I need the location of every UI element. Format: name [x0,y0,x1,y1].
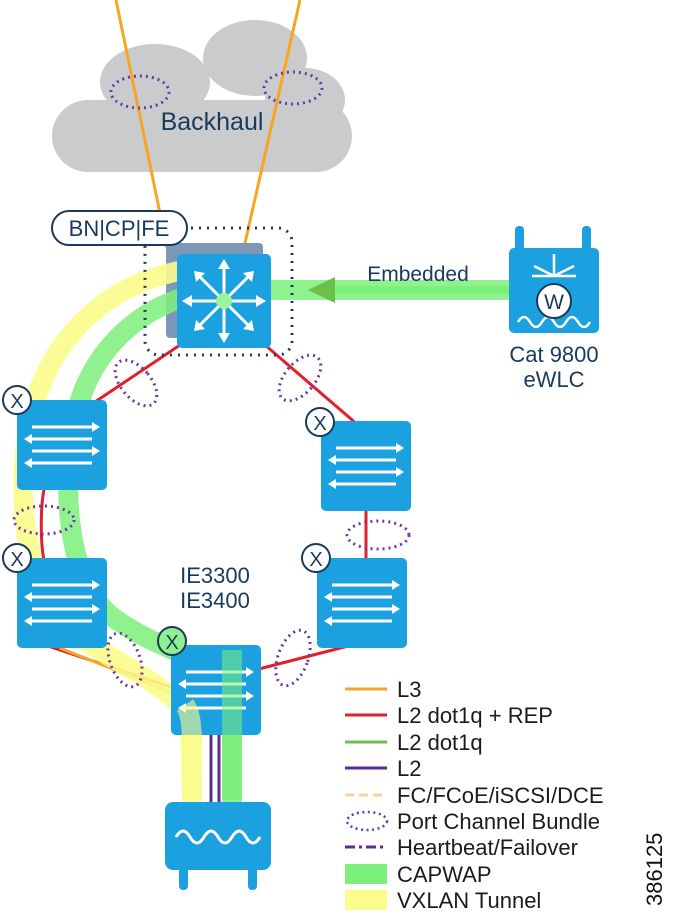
capwap-tunnel-drop [222,735,242,803]
ring-switch-bottom-right [317,558,407,648]
ring-label-line1: IE3300 [180,563,250,588]
ring-switch-top-right [321,421,411,511]
port-channel-bundle [262,70,324,106]
legend-label: CAPWAP [397,861,492,887]
legend-label: L3 [397,677,422,702]
legend-label: L2 [397,756,422,782]
backhaul-cloud: Backhaul [52,20,352,172]
legend-item-l2-dot1q: L2 dot1q [343,729,673,755]
wlc-label-line2: eWLC [523,367,584,392]
ring-switch-badge: X [305,407,335,437]
svg-text:X: X [10,549,23,571]
ring-switch-badge: X [2,543,32,573]
legend-label: Heartbeat/Failover [397,835,578,861]
legend-item-l3: L3 [343,676,673,702]
fabric-role-label: BN|CP|FE [51,210,188,246]
cloud-label: Backhaul [161,108,264,136]
legend-label: Port Channel Bundle [397,808,601,834]
legend-label: FC/FCoE/iSCSI/DCE [397,782,604,808]
legend: L3 L2 dot1q + REP L2 dot1q L2 FC/FCoE/iS… [343,676,673,914]
legend-item-capwap: CAPWAP [343,861,673,887]
legend-label: L2 dot1q [397,729,483,755]
legend-item-vxlan: VXLAN Tunnel [343,887,673,913]
ring-switch-badge: X [157,626,187,656]
svg-text:X: X [309,549,322,571]
ring-switch-badge: X [301,543,331,573]
embedded-label: Embedded [367,263,469,286]
legend-item-storage: FC/FCoE/iSCSI/DCE [343,782,673,808]
wlc-label-line1: Cat 9800 [509,342,598,367]
svg-text:X: X [165,632,178,654]
fabric-role-text: BN|CP|FE [69,216,170,241]
wlc-badge-text: W [544,291,564,314]
figure-id: 386125 [642,832,667,906]
wlc-badge [536,283,572,319]
legend-item-port-channel: Port Channel Bundle [343,808,673,834]
ring-port-channel-bundles [12,353,411,689]
ring-label-line2: IE3400 [180,588,250,613]
legend-item-l2: L2 [343,755,673,781]
legend-item-heartbeat: Heartbeat/Failover [343,834,673,860]
wireless-controller: W [509,226,599,333]
port-channel-bundle [109,74,171,110]
fabric-role-boundary [143,226,294,357]
ring-switch-bottom-left [17,558,107,648]
svg-text:X: X [10,391,23,413]
ring-switch-top-left [17,400,107,490]
core-switch [177,254,271,348]
svg-text:X: X [313,413,326,435]
legend-item-l2-dot1q-rep: L2 dot1q + REP [343,702,673,728]
legend-label: L2 dot1q + REP [397,703,553,729]
ring-switch-badge: X [2,385,32,415]
access-point [165,802,271,890]
embedded-link: Embedded [308,263,518,303]
ap-l2-links [209,735,221,803]
vxlan-tunnel-drop [182,735,202,803]
vxlan-tunnel [13,256,231,801]
legend-label: VXLAN Tunnel [397,888,542,914]
